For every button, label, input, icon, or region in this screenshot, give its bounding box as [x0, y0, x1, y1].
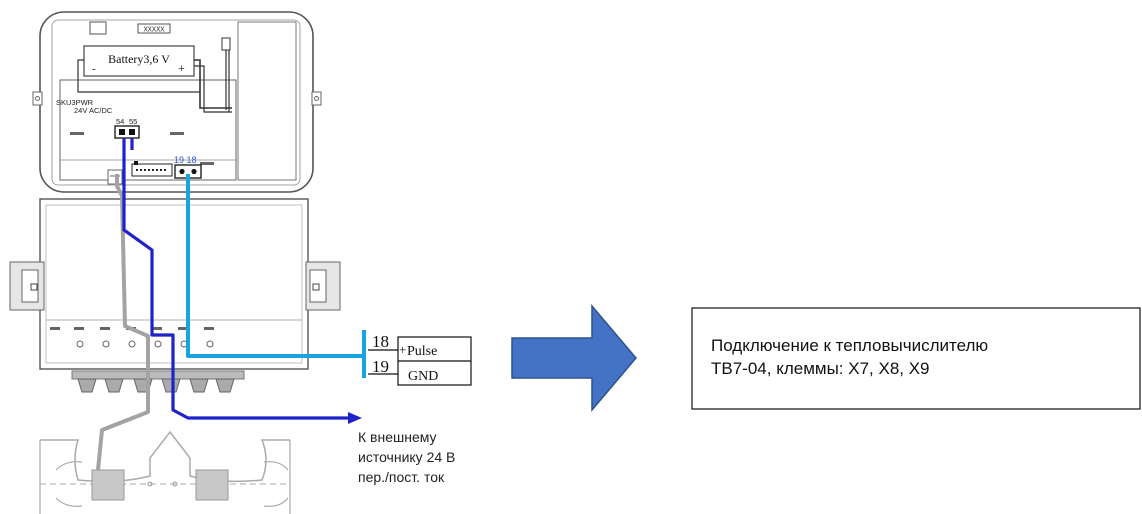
external-source-line-3: пер./пост. ток: [358, 469, 445, 485]
battery-label: Battery3,6 V: [108, 52, 170, 66]
flow-meter: [39, 430, 291, 514]
device-lower-housing: [9, 198, 341, 393]
connection-info-line-2: ТВ7-04, клеммы: Х7, Х8, Х9: [711, 359, 930, 378]
gnd-label: GND: [408, 369, 438, 384]
battery: [83, 45, 195, 77]
top-chip: [137, 23, 171, 34]
terminal-18-number: 18: [372, 332, 389, 351]
pulse-label: Pulse: [407, 344, 437, 359]
terminal-19-number: 19: [372, 357, 389, 376]
wire-gray-sensor: [96, 174, 150, 471]
pulse-terminals-label: 19 18: [174, 155, 197, 165]
wire-dark-blue-power: [122, 138, 350, 420]
power-label: 24V AC/DC: [74, 106, 113, 115]
external-source-line-1: К внешнему: [358, 429, 437, 445]
right-block-arrow: [511, 303, 637, 413]
connection-info-box: Подключение к тепловычислителю ТВ7-04, к…: [691, 307, 1141, 410]
battery-plus: +: [178, 61, 185, 75]
device-upper-housing: XXXXX Battery3,6 V - + SKU3PWR 24V AC/DC…: [32, 11, 322, 193]
external-source-line-2: источнику 24 В: [358, 449, 455, 465]
external-source-note: К внешнему источнику 24 В пер./пост. ток: [358, 429, 455, 485]
battery-minus: -: [92, 63, 96, 75]
connection-info-line-1: Подключение к тепловычислителю: [711, 336, 988, 355]
power-terminal-block: [114, 125, 140, 139]
module-label: SKU3PWR: [56, 98, 94, 107]
mount-tab-right: [311, 91, 322, 106]
pulse-plus-sign: +: [399, 342, 406, 357]
power-arrowhead: [348, 412, 362, 424]
top-chip-label: XXXXX: [143, 26, 165, 34]
wire-light-blue-pulse: [186, 174, 364, 358]
mount-tab-left: [32, 91, 43, 106]
pulse-gnd-terminal-block: 18 19 + Pulse GND: [368, 332, 472, 386]
gland-bar: [71, 370, 245, 380]
board-connector: [131, 161, 173, 177]
power-terminal-55: 55: [129, 117, 137, 126]
power-terminal-54: 54: [116, 117, 124, 126]
